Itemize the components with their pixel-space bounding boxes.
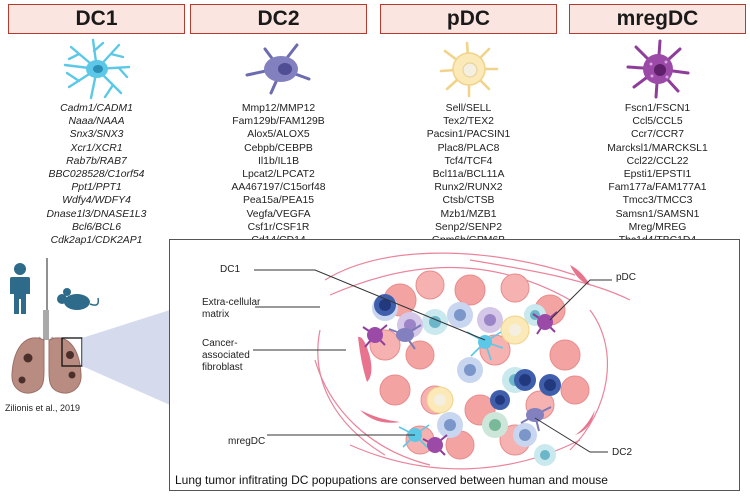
gene-label: Csf1r/CSF1R xyxy=(247,221,310,233)
label-dc1: DC1 xyxy=(220,264,241,275)
gene-label: Ccl22/CCL22 xyxy=(626,155,689,167)
pdc-cell-icon xyxy=(439,41,498,98)
gene-label: BBC028528/C1orf54 xyxy=(48,169,145,181)
fibroblasts xyxy=(358,265,595,435)
gene-label: Ppt1/PPT1 xyxy=(71,182,122,194)
tumor-panel: DC1 pDC Extra-cellular matrix Cancer- as… xyxy=(169,239,740,491)
gene-label: Mzb1/MZB1 xyxy=(440,208,497,220)
lung-icon xyxy=(11,310,83,394)
column-header: DC2 xyxy=(190,4,367,34)
immune-cells xyxy=(362,294,561,466)
gene-label: Tex2/TEX2 xyxy=(443,116,494,128)
gene-label: Mmp12/MMP12 xyxy=(241,103,316,114)
panel-caption: Lung tumor infitrating DC popupations ar… xyxy=(175,473,608,487)
gene-label: Pea15a/PEA15 xyxy=(242,195,315,207)
gene-label: Ccl5/CCL5 xyxy=(632,116,683,128)
gene-label: Mreg/MREG xyxy=(628,221,687,233)
gene-label: Rab7b/RAB7 xyxy=(66,155,127,167)
mregdc-column: mregDC Fscn1/FSCN1 Ccl5/CCL5 Ccr7/CCR7 M… xyxy=(569,4,746,247)
label-mregdc: mregDC xyxy=(228,436,266,447)
gene-label: Cadm1/CADM1 xyxy=(60,103,133,114)
gene-label: Alox5/ALOX5 xyxy=(247,129,310,141)
left-illustration xyxy=(10,258,170,405)
gene-label: Runx2/RUNX2 xyxy=(434,182,503,194)
dc2-gene-list: Mmp12/MMP12 Fam129b/FAM129B Alox5/ALOX5 … xyxy=(190,102,367,247)
label-dc2: DC2 xyxy=(612,447,633,458)
dc2-column: DC2 Mmp12/MMP12 Fam129b/FAM129B Alox5/AL… xyxy=(190,4,367,247)
mregdc-gene-list: Fscn1/FSCN1 Ccl5/CCL5 Ccr7/CCR7 Marcksl1… xyxy=(569,102,746,247)
label-extracellular-matrix: Extra-cellular matrix xyxy=(202,297,261,320)
pdc-column: pDC Sell/SELL Tex2/TEX2 Pacsin1/PACSIN1 … xyxy=(380,4,557,247)
dc1-column: DC1 Cadm1/CADM1 Naaa/NAAA Snx3/SNX3 Xcr1… xyxy=(8,4,185,247)
gene-label: Lpcat2/LPCAT2 xyxy=(242,169,315,181)
column-header: DC1 xyxy=(8,4,185,34)
dc1-gene-list: Cadm1/CADM1 Naaa/NAAA Snx3/SNX3 Xcr1/XCR… xyxy=(8,102,185,247)
gene-label: Bcl11a/BCL11A xyxy=(432,169,505,181)
mregdc-cell-icon xyxy=(626,39,689,99)
gene-label: Vegfa/VEGFA xyxy=(246,208,311,220)
gene-label: Wdfy4/WDFY4 xyxy=(62,195,131,207)
gene-label: Tcf4/TCF4 xyxy=(444,155,493,167)
gene-label: Ccr7/CCR7 xyxy=(630,129,685,141)
gene-label: Plac8/PLAC8 xyxy=(437,142,500,154)
gene-label: Sell/SELL xyxy=(445,103,492,114)
gene-label: Ctsb/CTSB xyxy=(442,195,495,207)
gene-label: Fscn1/FSCN1 xyxy=(624,103,691,114)
human-icon xyxy=(10,263,30,314)
citation: Zilionis et al., 2019 xyxy=(5,403,81,413)
gene-label: Fam177a/FAM177A1 xyxy=(608,182,707,194)
gene-label: Pacsin1/PACSIN1 xyxy=(426,129,511,141)
tumor-illustration xyxy=(253,252,631,470)
gene-label: Cdk2ap1/CDK2AP1 xyxy=(50,235,143,247)
gene-label: Marcksl1/MARCKSL1 xyxy=(607,142,708,154)
gene-label: Epsti1/EPSTI1 xyxy=(623,169,692,181)
label-cancer-associated-fibroblast: Cancer- associated fibroblast xyxy=(202,338,250,373)
callout-lines xyxy=(253,269,612,453)
dc1-cell-icon xyxy=(63,38,130,100)
column-header: pDC xyxy=(380,4,557,34)
gene-label: Snx3/SNX3 xyxy=(69,129,124,141)
dc2-cell-icon xyxy=(245,43,310,95)
gene-label: Il1b/IL1B xyxy=(257,155,299,167)
gene-label: Senp2/SENP2 xyxy=(434,221,502,233)
label-pdc: pDC xyxy=(616,272,637,283)
gene-label: Samsn1/SAMSN1 xyxy=(615,208,700,220)
gene-label: Cebpb/CEBPB xyxy=(244,142,313,154)
gene-label: Fam129b/FAM129B xyxy=(232,116,325,128)
pdc-gene-list: Sell/SELL Tex2/TEX2 Pacsin1/PACSIN1 Plac… xyxy=(380,102,557,247)
gene-label: Naaa/NAAA xyxy=(68,116,125,128)
column-header: mregDC xyxy=(569,4,746,34)
gene-label: Bcl6/BCL6 xyxy=(71,221,122,233)
mouse-icon xyxy=(57,288,100,310)
zoom-beam xyxy=(82,310,170,405)
gene-label: Xcr1/XCR1 xyxy=(70,142,123,154)
gene-label: Dnase1l3/DNASE1L3 xyxy=(46,208,147,220)
gene-label: AA467197/C15orf48 xyxy=(231,182,326,194)
gene-label: Tmcc3/TMCC3 xyxy=(622,195,693,207)
